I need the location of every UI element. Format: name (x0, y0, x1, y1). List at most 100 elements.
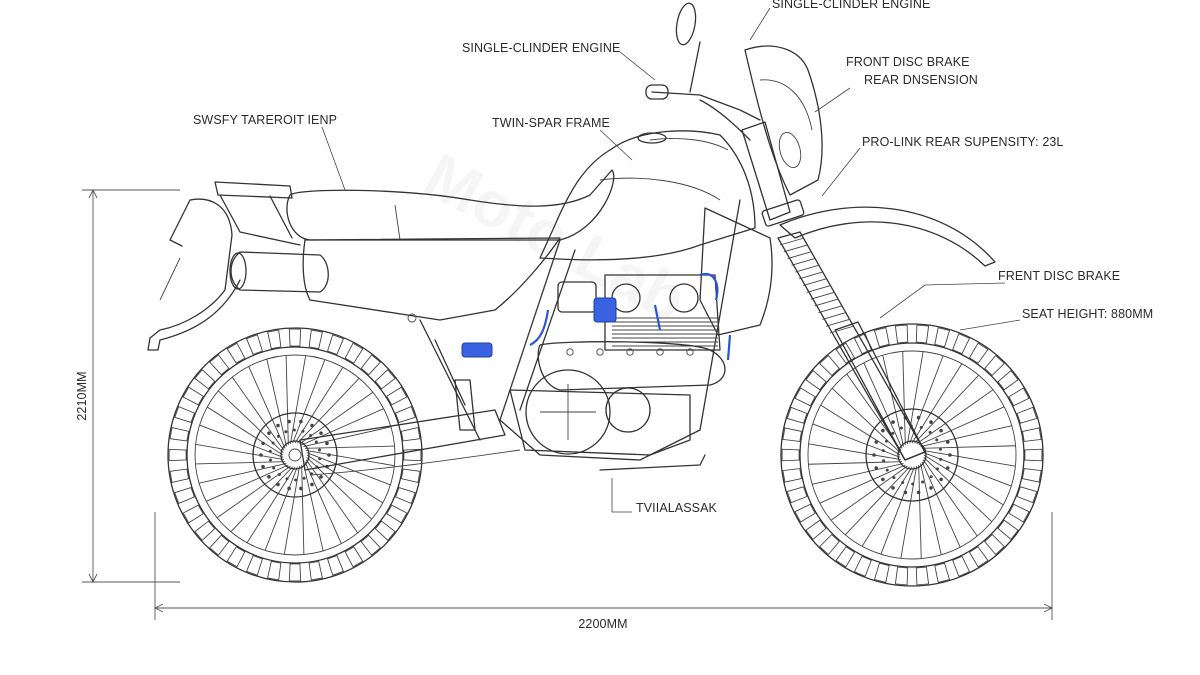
label-seat-height: SEAT HEIGHT: 880MM (1022, 307, 1153, 321)
tread-block (395, 406, 416, 423)
spoke (297, 377, 360, 444)
length-arrow-right (1043, 603, 1054, 613)
label-front-brake: FRENT DISC BRAKE (998, 269, 1120, 283)
front-brake-disc (865, 408, 959, 502)
tread-block (174, 487, 195, 504)
mirror (675, 2, 697, 46)
spoke (902, 351, 906, 446)
disc-hole (882, 459, 886, 463)
rear-tire-inner (186, 346, 404, 564)
spoke (266, 358, 287, 447)
leader-engine (619, 51, 656, 81)
tread-block (1016, 486, 1038, 504)
tread-block (819, 533, 840, 556)
disc-hole (892, 476, 896, 480)
spoke (292, 359, 326, 444)
spoke (861, 466, 913, 547)
disc-hole (901, 480, 905, 484)
front-fender (779, 206, 996, 267)
disc-hole (881, 449, 885, 453)
spoke (198, 463, 287, 484)
spoke (301, 408, 384, 446)
length-arrow-left (153, 603, 164, 613)
clutch-cover (605, 387, 651, 433)
tread-block (786, 406, 808, 424)
rear-rack (214, 181, 301, 246)
rear-fender (147, 198, 241, 351)
seat-cushion (286, 169, 615, 241)
disc-hole (267, 475, 271, 479)
front-spokes (808, 351, 1016, 559)
disc-hole (299, 486, 303, 491)
tread-block (174, 406, 195, 423)
tread-block (327, 555, 344, 576)
boot-ring (779, 237, 805, 246)
leader-front-brake-top (814, 87, 851, 113)
front-rim (807, 350, 1017, 560)
exhaust-muffler (230, 251, 329, 293)
height-arrow-bottom (88, 573, 98, 584)
spoke (921, 461, 961, 548)
tread-block (288, 328, 302, 347)
rear-wheel (167, 327, 423, 583)
boot-ring (787, 251, 812, 259)
disc-hole (911, 482, 915, 486)
bolt (686, 348, 694, 356)
spoke (264, 466, 298, 551)
tail-light (169, 199, 191, 247)
disc-hole (899, 426, 903, 430)
twin-spar-frame (419, 199, 741, 461)
swingarm (299, 379, 521, 476)
rear-tire-tread (168, 328, 422, 582)
rack-stay (219, 194, 301, 246)
fork-lower-leg (834, 321, 926, 461)
tread-block (374, 369, 396, 390)
fork-boot (779, 237, 855, 334)
tread-block (1021, 468, 1042, 483)
tread-block (267, 560, 282, 581)
shock-reservoir (461, 342, 493, 358)
spoke (863, 362, 903, 449)
spoke (923, 449, 1016, 467)
footpeg-bracket (454, 379, 476, 431)
disc-hole (284, 430, 288, 434)
spoke (303, 426, 392, 447)
boot-ring (829, 325, 855, 334)
callout-labels: SINGLE-CLINDER ENGINE SINGLE-CLINDER ENG… (75, 0, 1153, 631)
spoke (808, 461, 903, 465)
spoke (195, 461, 286, 465)
tread-block (873, 562, 890, 583)
disc-hole (325, 441, 329, 446)
tread-block (794, 387, 816, 407)
disc-hole (327, 453, 331, 457)
disc-hole (272, 466, 276, 470)
disc-hole (299, 419, 303, 424)
disc-hole (935, 467, 939, 471)
tread-block (894, 566, 909, 586)
spoke (820, 404, 901, 456)
frame-front (699, 199, 741, 431)
triple-clamp (761, 199, 805, 227)
tread-block (952, 333, 971, 355)
tread-block (794, 503, 816, 523)
bolt (656, 348, 664, 356)
spoke (922, 459, 978, 537)
engine-case (509, 389, 691, 456)
leader-seat-height (959, 319, 1021, 331)
disc-hole (939, 428, 943, 433)
tread-block (194, 520, 216, 541)
spoke (920, 425, 1012, 447)
spoke (831, 387, 901, 453)
tread-block (182, 386, 204, 406)
disc-hole (903, 490, 908, 495)
frame-rear-stay (419, 319, 481, 441)
rear-axle (288, 448, 302, 462)
rack-brace (269, 195, 293, 239)
tread-block (194, 369, 216, 390)
spoke (844, 466, 910, 536)
coolant-hose-right (699, 272, 719, 301)
exhaust-tip (229, 252, 247, 290)
tread-block (835, 342, 856, 364)
upper-fork (741, 121, 791, 221)
height-arrow-top (88, 188, 98, 199)
